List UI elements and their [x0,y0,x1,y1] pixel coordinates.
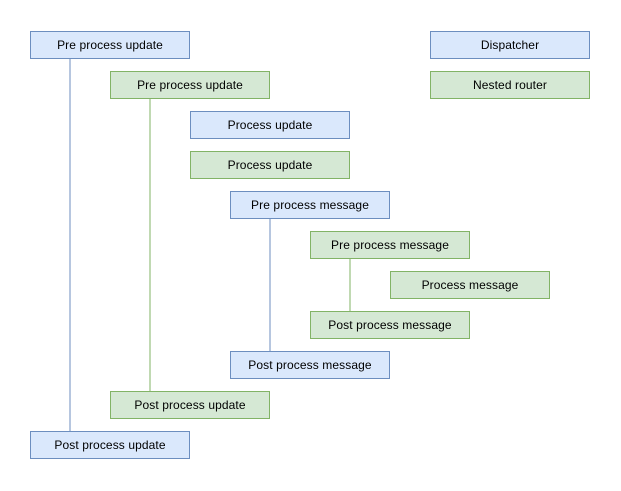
node-label: Pre process update [57,38,163,52]
node-post-process-update-10[interactable]: Post process update [30,431,190,459]
node-process-update-3[interactable]: Process update [190,151,350,179]
node-pre-process-message-4[interactable]: Pre process message [230,191,390,219]
node-label: Post process update [54,438,166,452]
legend-item-nested-router-1[interactable]: Nested router [430,71,590,99]
node-label: Post process message [248,358,372,372]
node-label: Nested router [472,78,547,92]
node-label: Process message [421,278,519,292]
node-label: Process update [227,158,313,172]
node-post-process-update-9[interactable]: Post process update [110,391,270,419]
node-process-message-6[interactable]: Process message [390,271,550,299]
node-label: Dispatcher [480,38,540,52]
node-post-process-message-7[interactable]: Post process message [310,311,470,339]
node-label: Post process update [134,398,246,412]
node-label: Pre process message [331,238,449,252]
node-pre-process-message-5[interactable]: Pre process message [310,231,470,259]
node-label: Process update [227,118,313,132]
node-process-update-2[interactable]: Process update [190,111,350,139]
node-label: Pre process message [251,198,369,212]
node-label: Post process message [328,318,452,332]
node-post-process-message-8[interactable]: Post process message [230,351,390,379]
legend-item-dispatcher-0[interactable]: Dispatcher [430,31,590,59]
node-pre-process-update-1[interactable]: Pre process update [110,71,270,99]
node-label: Pre process update [137,78,243,92]
node-pre-process-update-0[interactable]: Pre process update [30,31,190,59]
